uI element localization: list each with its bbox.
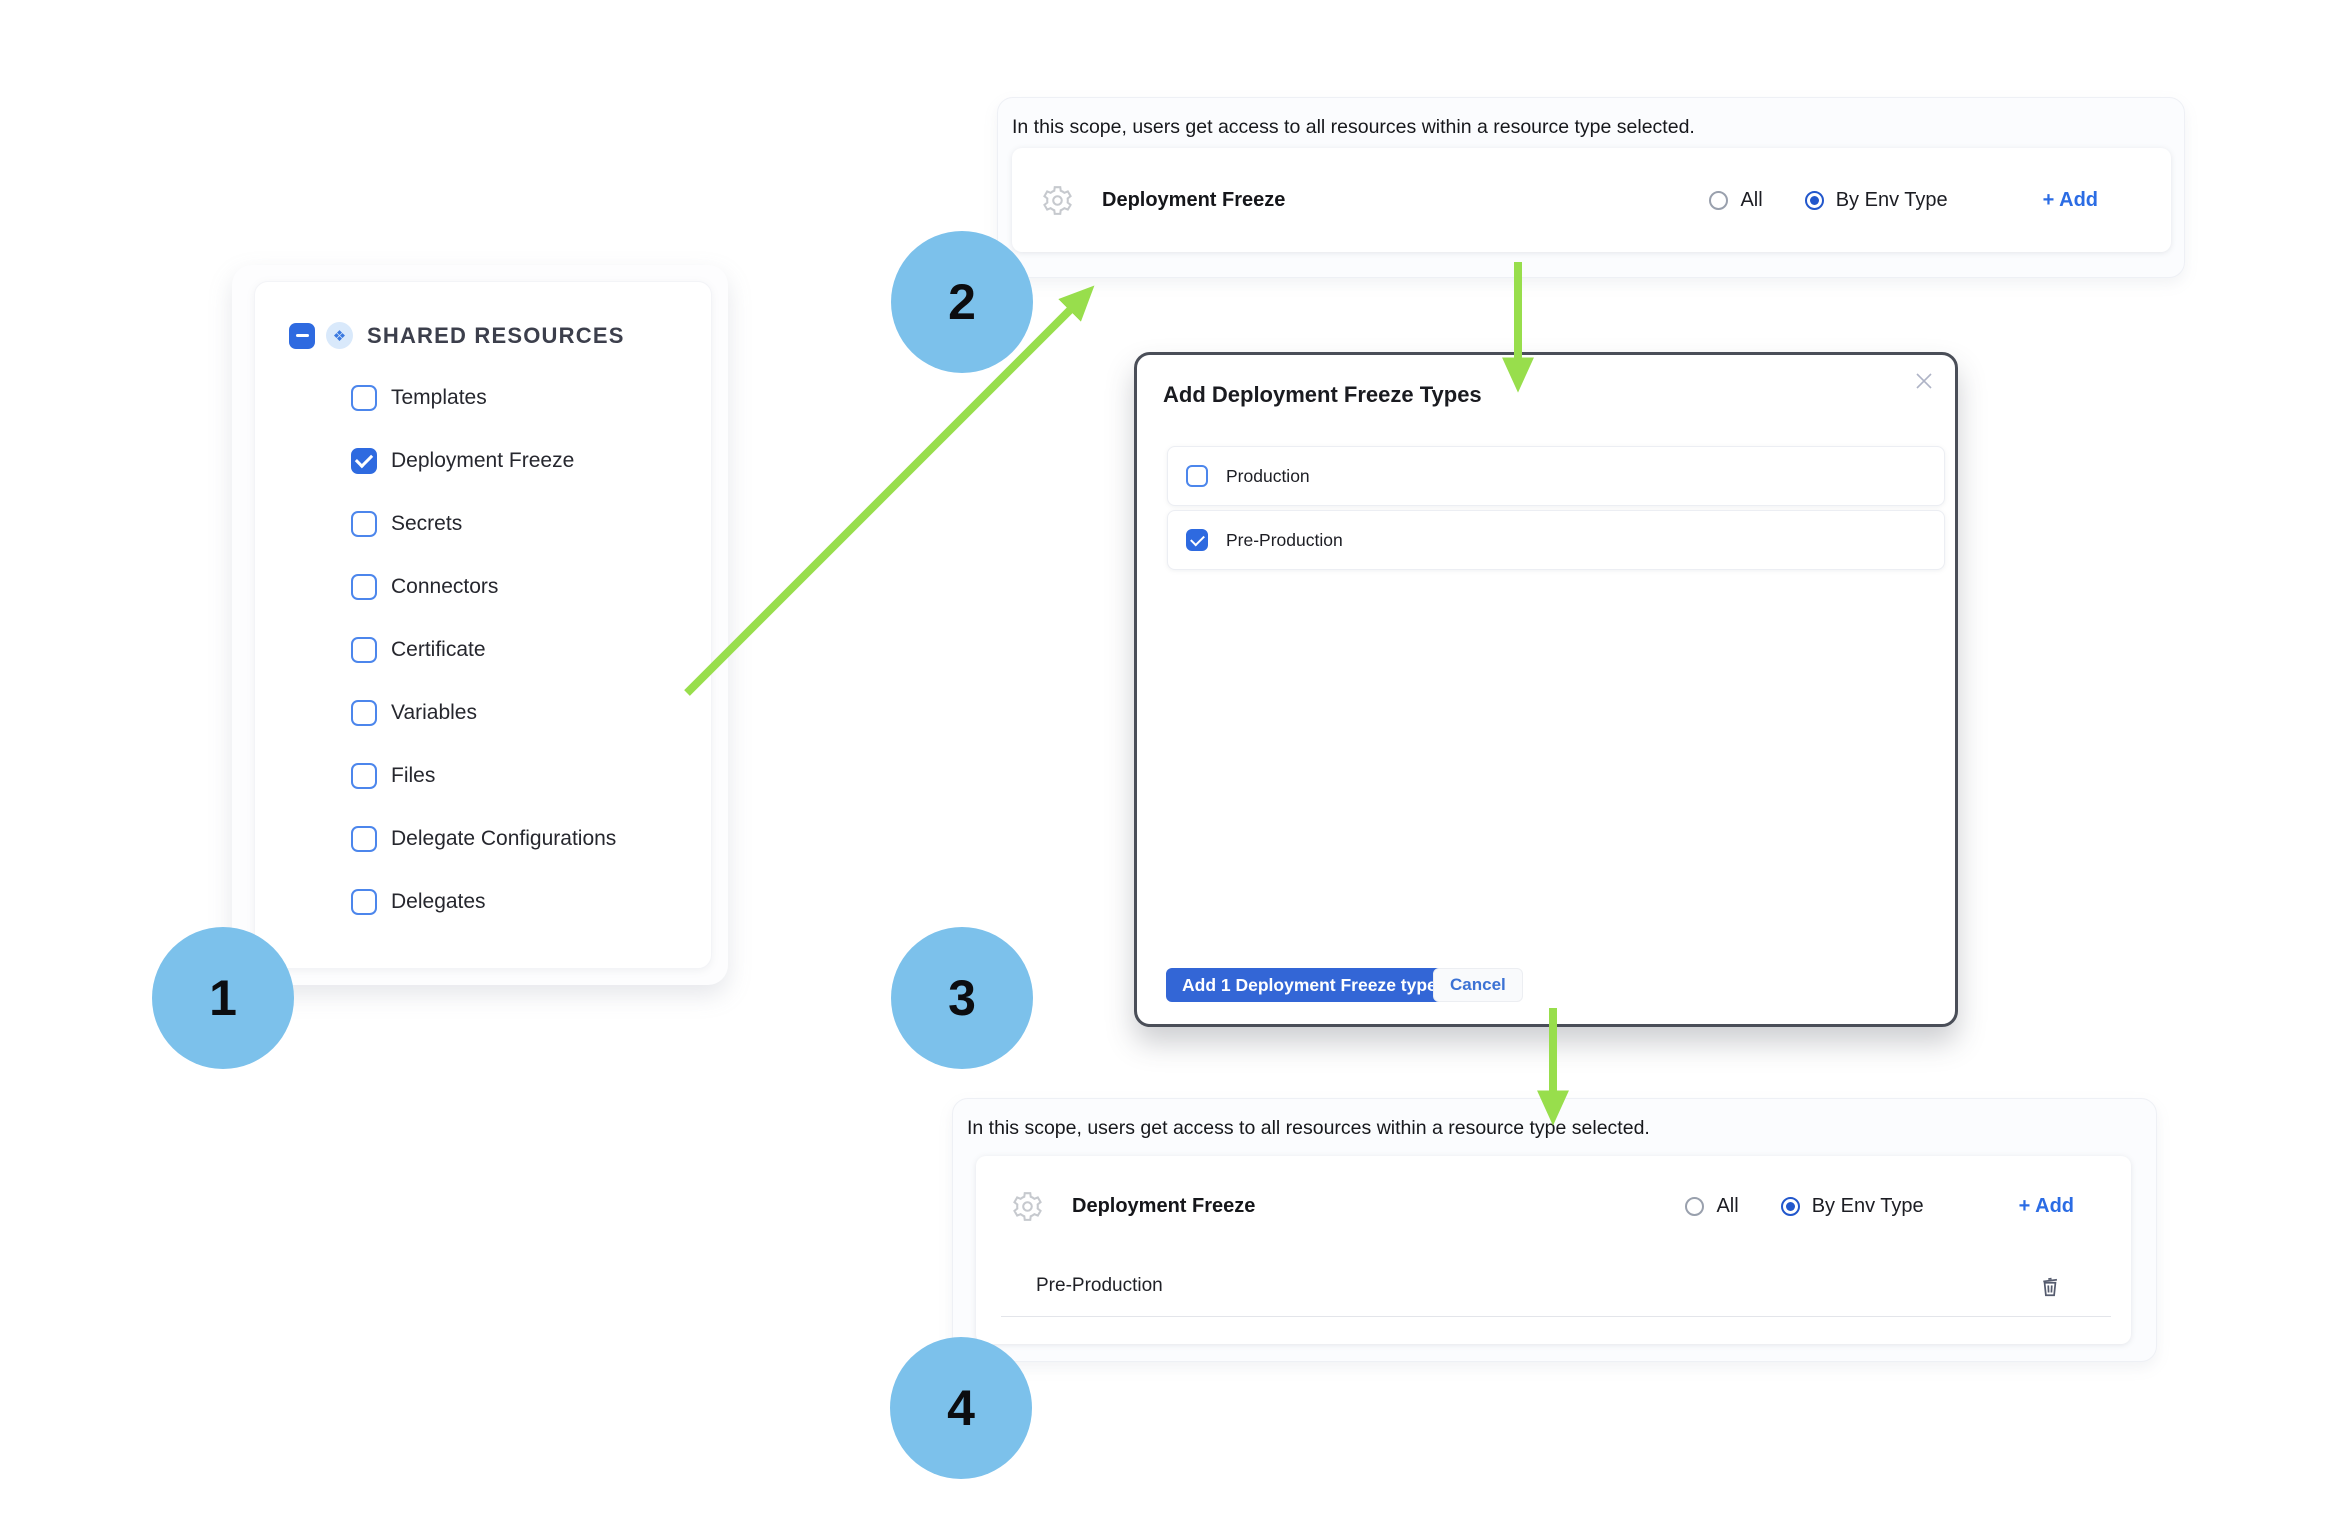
step-number: 4	[947, 1380, 975, 1436]
selected-type-row: Pre-Production	[976, 1256, 2131, 1316]
trash-icon[interactable]	[2037, 1273, 2063, 1299]
resource-name: Deployment Freeze	[1072, 1194, 1256, 1217]
step-circle: 3	[891, 927, 1033, 1069]
shared-resources-header: ❖ SHARED RESOURCES	[289, 322, 625, 349]
resource-type-list: Templates Deployment Freeze Secrets Conn…	[255, 366, 711, 933]
resource-type-label: Delegate Configurations	[391, 826, 617, 850]
scope-panel-updated: In this scope, users get access to all r…	[952, 1098, 2157, 1362]
resource-row-card: Deployment Freeze All By Env Type + Add	[1012, 148, 2171, 252]
cancel-button[interactable]: Cancel	[1433, 968, 1523, 1002]
collapse-checkbox[interactable]	[289, 322, 315, 349]
resource-type-item[interactable]: Variables	[255, 681, 711, 744]
step-circle: 4	[890, 1337, 1032, 1479]
step-number: 1	[209, 970, 237, 1026]
checkbox[interactable]	[351, 447, 377, 474]
resource-types-card: ❖ SHARED RESOURCES Templates Deployment …	[254, 281, 712, 969]
resource-type-item[interactable]: Secrets	[255, 492, 711, 555]
option-label: Production	[1226, 465, 1310, 486]
step-circle: 2	[891, 231, 1033, 373]
scope-description: In this scope, users get access to all r…	[967, 1117, 1650, 1139]
resource-type-item[interactable]: Delegate Configurations	[255, 807, 711, 870]
radio-label: By Env Type	[1811, 1194, 1924, 1217]
resource-name: Deployment Freeze	[1102, 188, 1286, 211]
deployment-freeze-row: Deployment Freeze All By Env Type + Add	[1012, 148, 2171, 252]
checkbox[interactable]	[1186, 529, 1208, 551]
step-number: 2	[948, 274, 976, 330]
resource-type-item[interactable]: Certificate	[255, 618, 711, 681]
add-button[interactable]: Add 1 Deployment Freeze type	[1166, 968, 1453, 1002]
option-label: Pre-Production	[1226, 529, 1343, 550]
close-icon[interactable]	[1911, 368, 1937, 394]
env-scope-radio-group: All By Env Type	[1685, 1194, 1924, 1218]
radio-option[interactable]: All	[1685, 1194, 1739, 1218]
radio-button[interactable]	[1780, 1196, 1800, 1216]
resource-type-label: Variables	[391, 700, 477, 724]
resource-type-label: Templates	[391, 385, 487, 409]
checkbox[interactable]	[351, 384, 377, 411]
checkbox[interactable]	[351, 510, 377, 537]
selected-types-list: Pre-Production	[976, 1256, 2131, 1316]
radio-option[interactable]: By Env Type	[1804, 188, 1948, 212]
selected-type-label: Pre-Production	[1036, 1275, 1163, 1296]
add-freeze-types-modal: Add Deployment Freeze Types Production P…	[1134, 352, 1958, 1027]
checkbox[interactable]	[351, 888, 377, 915]
freeze-type-option[interactable]: Pre-Production	[1167, 510, 1945, 570]
radio-label: By Env Type	[1835, 188, 1948, 211]
gear-icon	[1043, 185, 1072, 215]
resource-type-item[interactable]: Delegates	[255, 870, 711, 933]
gear-icon	[1013, 1191, 1042, 1221]
resource-type-item[interactable]: Templates	[255, 366, 711, 429]
checkbox[interactable]	[351, 825, 377, 852]
scope-panel-initial: In this scope, users get access to all r…	[997, 97, 2185, 278]
resource-type-label: Connectors	[391, 574, 499, 598]
add-link[interactable]: + Add	[2018, 1194, 2074, 1217]
modal-title: Add Deployment Freeze Types	[1163, 382, 1482, 407]
add-link[interactable]: + Add	[2042, 188, 2098, 211]
resource-type-label: Delegates	[391, 889, 486, 913]
resource-type-label: Secrets	[391, 511, 463, 535]
radio-button[interactable]	[1709, 190, 1729, 210]
radio-button[interactable]	[1804, 190, 1824, 210]
radio-button[interactable]	[1685, 1196, 1705, 1216]
radio-label: All	[1716, 1194, 1739, 1217]
resource-type-label: Deployment Freeze	[391, 448, 575, 472]
step-circle: 1	[152, 927, 294, 1069]
row-divider	[1001, 1316, 2111, 1317]
checkbox[interactable]	[351, 762, 377, 789]
checkbox[interactable]	[351, 636, 377, 663]
resource-type-label: Certificate	[391, 637, 486, 661]
checkbox[interactable]	[351, 573, 377, 600]
arrow-panel1-to-panel2	[684, 285, 1095, 696]
env-scope-radio-group: All By Env Type	[1709, 188, 1948, 212]
shared-resources-icon: ❖	[326, 322, 353, 349]
resource-type-item[interactable]: Deployment Freeze	[255, 429, 711, 492]
checkbox[interactable]	[351, 699, 377, 726]
deployment-freeze-row: Deployment Freeze All By Env Type + Add	[976, 1156, 2131, 1256]
resource-row-card: Deployment Freeze All By Env Type + Add	[976, 1156, 2131, 1344]
radio-option[interactable]: By Env Type	[1780, 1194, 1924, 1218]
resource-type-item[interactable]: Files	[255, 744, 711, 807]
step-number: 3	[948, 970, 976, 1026]
scope-description: In this scope, users get access to all r…	[1012, 116, 1695, 138]
resource-type-label: Files	[391, 763, 436, 787]
shared-resources-label: SHARED RESOURCES	[367, 322, 625, 348]
radio-label: All	[1740, 188, 1763, 211]
resource-types-panel: ❖ SHARED RESOURCES Templates Deployment …	[232, 265, 728, 985]
checkbox[interactable]	[1186, 465, 1208, 487]
resource-type-item[interactable]: Connectors	[255, 555, 711, 618]
freeze-type-option[interactable]: Production	[1167, 446, 1945, 506]
radio-option[interactable]: All	[1709, 188, 1763, 212]
